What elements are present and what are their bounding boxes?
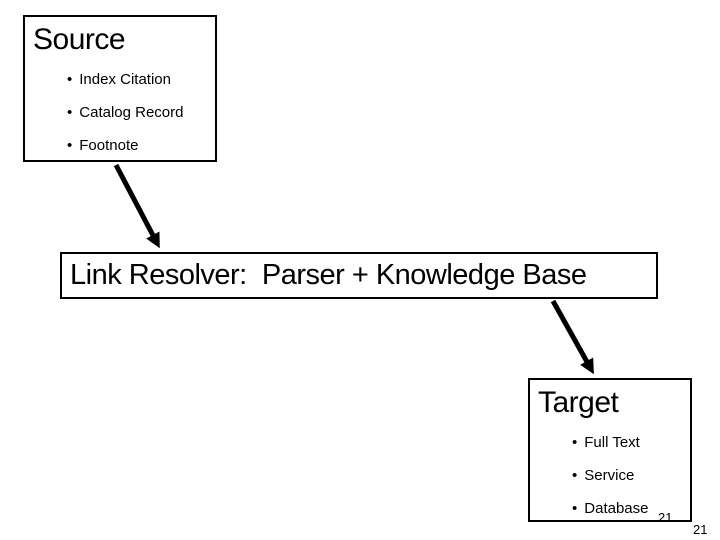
bullet-icon: • (572, 434, 578, 451)
list-item: • Catalog Record (67, 103, 211, 122)
link-resolver-box: Link Resolver: Parser + Knowledge Base (60, 252, 658, 299)
bullet-icon: • (572, 467, 578, 484)
list-item: • Service (572, 466, 686, 485)
arrow-source-to-resolver (113, 163, 160, 249)
source-box: Source • Index Citation • Catalog Record… (23, 15, 217, 162)
target-box: Target • Full Text • Service • Database (528, 378, 692, 522)
list-item: • Database (572, 499, 686, 518)
bullet-icon: • (67, 104, 73, 121)
bullet-label: Database (584, 500, 649, 517)
link-resolver-label: Link Resolver: Parser + Knowledge Base (70, 259, 587, 291)
source-box-title: Source (33, 23, 126, 56)
target-bullet-list: • Full Text • Service • Database (530, 433, 690, 518)
bullet-label: Service (584, 467, 635, 484)
bullet-label: Full Text (584, 434, 640, 451)
target-box-title: Target (538, 386, 619, 419)
bullet-label: Footnote (79, 137, 139, 154)
list-item: • Index Citation (67, 70, 211, 89)
arrow-resolver-to-target (550, 299, 594, 375)
list-item: • Full Text (572, 433, 686, 452)
list-item: • Footnote (67, 136, 211, 155)
bullet-icon: • (67, 137, 73, 154)
page-number: 21 (658, 510, 673, 525)
source-bullet-list: • Index Citation • Catalog Record • Foot… (25, 70, 215, 155)
bullet-label: Catalog Record (79, 104, 184, 121)
bullet-icon: • (67, 71, 73, 88)
bullet-label: Index Citation (79, 71, 171, 88)
page-number-secondary: 21 (693, 522, 708, 537)
bullet-icon: • (572, 500, 578, 517)
